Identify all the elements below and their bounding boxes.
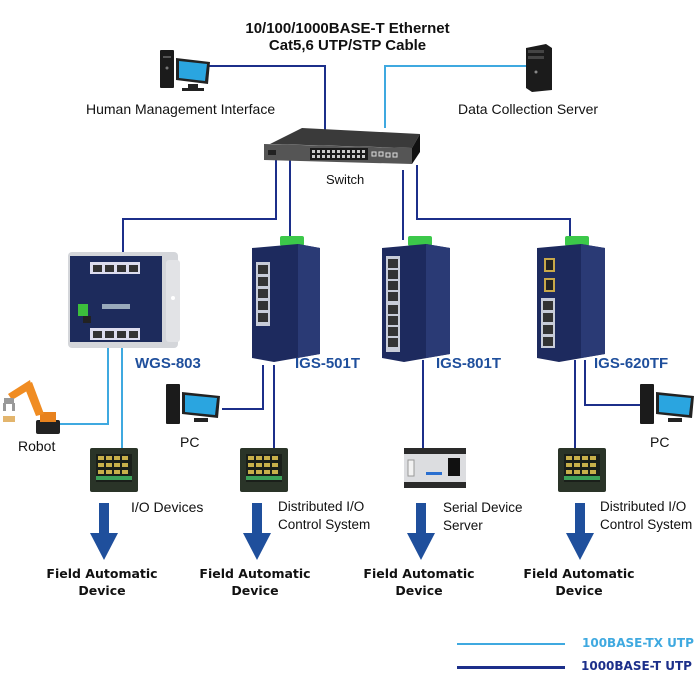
io-devices-label: I/O Devices bbox=[131, 499, 204, 515]
legend-label-fast: 100BASE-TX UTP bbox=[582, 636, 694, 650]
diagram-title: 10/100/1000BASE-T Ethernet Cat5,6 UTP/ST… bbox=[245, 20, 450, 54]
distributed-io-label-2: Distributed I/O Control System bbox=[600, 499, 693, 532]
distributed-io-icon bbox=[240, 448, 288, 492]
model-label-wgs-803: WGS-803 bbox=[135, 355, 201, 372]
pc-label-2: PC bbox=[650, 434, 670, 450]
model-label-igs-620tf: IGS-620TF bbox=[594, 355, 669, 372]
server-tower-icon bbox=[526, 44, 552, 92]
server-label: Data Collection Server bbox=[458, 101, 599, 117]
core-switch-icon[interactable] bbox=[262, 124, 422, 176]
igs-801t-switch-icon[interactable] bbox=[380, 234, 456, 368]
wire-wgs803-robot bbox=[60, 348, 109, 425]
legend-swatch-fast bbox=[457, 643, 565, 645]
igs-501t-switch-icon[interactable] bbox=[248, 234, 324, 368]
io-device-icon bbox=[90, 448, 138, 492]
wire-switch-wgs803 bbox=[122, 160, 277, 252]
robot-arm-icon bbox=[3, 380, 60, 434]
serial-device-server-label: Serial Device Server bbox=[443, 500, 523, 533]
arrow-down-icon bbox=[90, 503, 118, 560]
desktop-computer-icon bbox=[160, 50, 210, 91]
legend: 100BASE-TX UTP 1000BASE-T UTP bbox=[455, 634, 695, 678]
pc-icon bbox=[166, 384, 220, 424]
switch-label: Switch bbox=[326, 172, 365, 187]
hmi-label: Human Management Interface bbox=[86, 101, 276, 117]
legend-swatch-gigabit bbox=[457, 666, 565, 669]
wire-switch-igs620tf bbox=[416, 165, 571, 240]
pc-label-1: PC bbox=[180, 434, 200, 450]
arrow-down-icon bbox=[407, 503, 435, 560]
serial-device-server-icon bbox=[404, 448, 466, 488]
distributed-io-icon bbox=[558, 448, 606, 492]
robot-label: Robot bbox=[18, 438, 56, 454]
pc-icon bbox=[640, 384, 694, 424]
arrow-down-icon bbox=[566, 503, 594, 560]
distributed-io-label-1: Distributed I/O Control System bbox=[278, 499, 371, 532]
wire-igs501t-pc bbox=[222, 365, 264, 410]
model-label-igs-801t: IGS-801T bbox=[436, 355, 502, 372]
igs-620tf-switch-icon[interactable] bbox=[535, 234, 611, 368]
wire-server-switch bbox=[384, 65, 530, 128]
arrow-down-icon bbox=[243, 503, 271, 560]
wgs-803-switch-icon[interactable] bbox=[66, 250, 186, 350]
model-label-igs-501t: IGS-501T bbox=[295, 355, 361, 372]
wire-hmi-switch bbox=[200, 65, 326, 140]
legend-label-gigabit: 1000BASE-T UTP bbox=[581, 659, 692, 673]
wire-igs620tf-pc bbox=[584, 360, 640, 406]
